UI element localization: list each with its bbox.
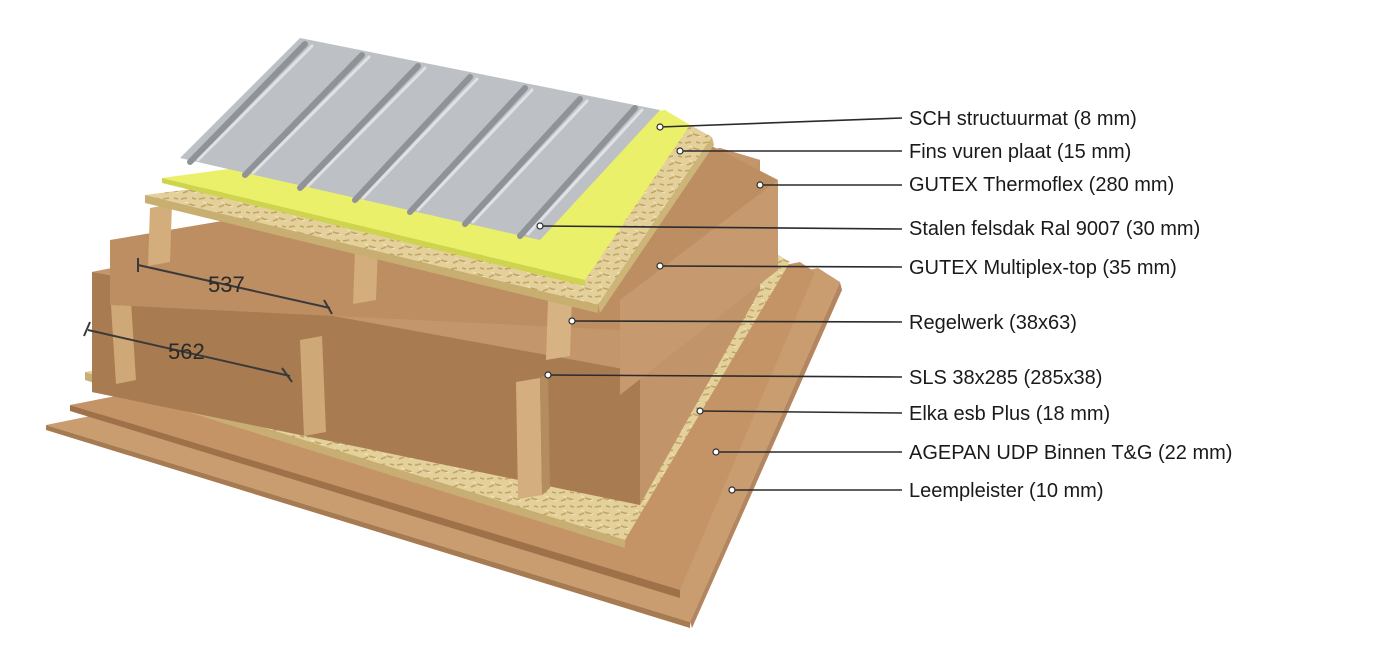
label-gutex-thermoflex: GUTEX Thermoflex (280 mm) bbox=[909, 174, 1175, 196]
regelwerk-battens bbox=[148, 204, 572, 360]
dimension-label-562: 562 bbox=[168, 339, 205, 364]
steel-roof-panels bbox=[180, 38, 660, 240]
label-fins-vuren-plaat: Fins vuren plaat (15 mm) bbox=[909, 141, 1132, 163]
leader-dots bbox=[536, 123, 764, 494]
dimension-label-537: 537 bbox=[208, 272, 245, 297]
dimension-lines bbox=[83, 258, 333, 383]
label-leempleister: Leempleister (10 mm) bbox=[909, 480, 1104, 502]
leader-lines bbox=[539, 117, 903, 491]
label-regelwerk: Regelwerk (38x63) bbox=[909, 312, 1077, 334]
label-gutex-multiplex-top: GUTEX Multiplex-top (35 mm) bbox=[909, 257, 1177, 279]
sls-joists bbox=[110, 286, 550, 499]
label-sch-structuurmat: SCH structuurmat (8 mm) bbox=[909, 108, 1137, 130]
label-stalen-felsdak: Stalen felsdak Ral 9007 (30 mm) bbox=[909, 218, 1201, 240]
label-sls: SLS 38x285 (285x38) bbox=[909, 367, 1103, 389]
label-elka-esb-plus: Elka esb Plus (18 mm) bbox=[909, 403, 1111, 425]
label-agepan-udp: AGEPAN UDP Binnen T&G (22 mm) bbox=[909, 442, 1233, 464]
